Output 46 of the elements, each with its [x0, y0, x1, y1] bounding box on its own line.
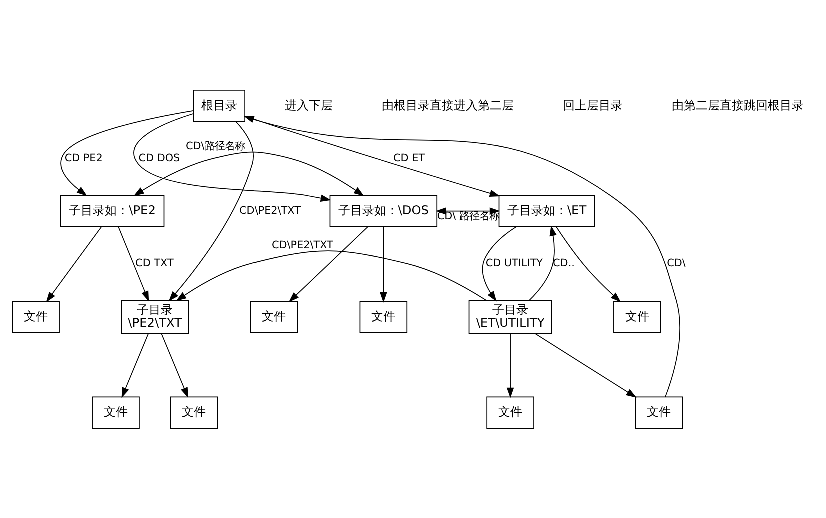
edge-label: CD DOS — [138, 152, 180, 164]
arrow — [134, 112, 332, 202]
arrow — [534, 332, 637, 398]
edge-label: CD ET — [394, 152, 426, 164]
arrow — [380, 226, 388, 302]
arrow — [46, 226, 102, 302]
edge-label: CD TXT — [136, 257, 174, 270]
arrow — [161, 333, 188, 398]
node-box: 子目录 \PE2\TXT — [121, 300, 189, 334]
label: 回上层目录 — [563, 98, 624, 112]
arrow — [482, 226, 517, 302]
node-box: 文件 — [250, 300, 298, 333]
node-box: 文件 — [170, 396, 218, 428]
arrow — [176, 250, 487, 301]
arrow — [60, 110, 194, 196]
edge-label: CD.. — [553, 257, 575, 270]
node-box: 文件 — [635, 396, 684, 428]
node-box: 子目录 \ET\UTILITY — [468, 300, 552, 334]
arrow — [168, 120, 254, 302]
node-box: 文件 — [486, 396, 534, 428]
edge-label: CD UTILITY — [486, 257, 544, 270]
node-box: 文件 — [360, 300, 408, 333]
arrow — [134, 151, 364, 196]
label: 由根目录直接进入第二层 — [382, 98, 514, 112]
arrow — [506, 333, 514, 398]
node-box: 子目录如：\PE2 — [60, 194, 165, 227]
arrow — [118, 226, 150, 302]
label: 进入下层 — [284, 98, 333, 112]
node-box: 文件 — [614, 300, 662, 333]
label: 由第二层直接跳回根目录 — [672, 98, 804, 112]
edge-label: CD\PE2\TXT — [272, 238, 334, 251]
node-box: 文件 — [92, 396, 140, 428]
arrow — [244, 116, 680, 397]
arrow — [529, 225, 557, 301]
arrow — [288, 226, 368, 302]
arrow — [244, 115, 500, 197]
node-box: 子目录如：\ET — [498, 194, 596, 227]
edge-label: CD\ — [667, 257, 686, 270]
node-box: 根目录 — [193, 90, 246, 122]
node-box: 文件 — [12, 300, 60, 333]
edge-label: CD\路径名称 — [186, 140, 245, 152]
arrow — [122, 333, 149, 398]
node-box: 子目录如：\DOS — [330, 194, 438, 227]
arrow — [556, 226, 622, 302]
edge-label: CD PE2 — [64, 152, 103, 164]
edge-label: CD\PE2\TXT — [240, 204, 301, 216]
